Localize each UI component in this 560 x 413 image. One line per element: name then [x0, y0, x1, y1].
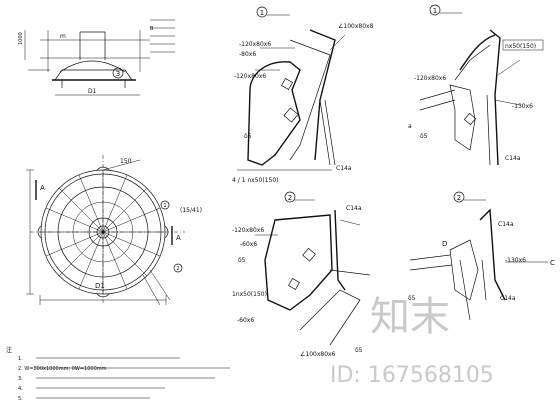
note-line-1: 1. — [18, 356, 23, 362]
hole-note: 150 — [120, 158, 132, 165]
detail-1b-number: 1 — [433, 7, 437, 15]
plan-callout-2: 2 — [176, 266, 179, 272]
plan-callout-1: 1 — [163, 203, 166, 209]
detail-2b-dim-3: C14a — [500, 295, 516, 302]
notes-marker: 注 — [6, 346, 12, 354]
detail-1b-side: a — [408, 123, 412, 130]
detail-1a-dim-3: -120x80x6 — [234, 73, 266, 80]
detail-1a-number: 1 — [260, 9, 264, 17]
detail-1b-dim-4: C14a — [505, 155, 521, 162]
note-line-2: 2. W=800x1000mm; 0W=1000mm — [18, 366, 107, 372]
detail-2a: 2 -120x80x6 -60x6 δ5 1nx50(150) ∠100x80x… — [232, 191, 371, 358]
m-label: m — [60, 33, 66, 40]
detail-2b-dim-1: -130x6 — [505, 257, 526, 264]
detail-1b-dim-3: δ5 — [420, 133, 428, 140]
detail-2a-dim-2: δ5 — [238, 257, 246, 264]
note-line-5: 5. — [18, 396, 23, 402]
elevation-view: 3 D1 m 1000 B — [18, 19, 175, 96]
note-line-3: 3. — [18, 376, 23, 382]
detail-2b-side: C — [550, 259, 555, 267]
detail-1a-bottom: 4 / 1 nx50(150) — [232, 177, 279, 184]
circle-3-label: 3 — [116, 70, 120, 78]
detail-1b-dim-0: nx50(150) — [505, 43, 536, 50]
detail-2a-dim-4: ∠100x80x6 — [300, 351, 336, 358]
detail-1b-dim-2: -130x6 — [512, 103, 533, 110]
detail-2b-dim-0: C14a — [498, 221, 514, 228]
detail-2b-number: 2 — [457, 194, 461, 202]
n-dim-label: 1000 — [18, 32, 24, 45]
detail-1a: 1 -120x80x6 ∠100x80x8 -80x6 -120x80x6 δ5… — [232, 6, 374, 184]
watermark-brand: 知末 — [370, 294, 450, 340]
detail-1b: 1 nx50(150) -120x80x6 -130x6 δ5 C14a a — [408, 4, 544, 166]
watermark-id: ID: 167568105 — [330, 363, 494, 388]
detail-1a-dim-4: δ5 — [244, 133, 252, 140]
b-label: B — [150, 26, 154, 32]
detail-1a-dim-0: -120x80x6 — [239, 41, 271, 48]
detail-2a-dim-5: δ5 — [355, 347, 363, 354]
detail-2b: 2 C14a -130x6 δ5 C14a C D — [408, 191, 555, 321]
detail-1b-dim-1: -120x80x6 — [414, 75, 446, 82]
plan-view: A A 1 2 (15/41) 150 D1 — [26, 155, 202, 306]
plan-a2-label: A — [176, 234, 181, 242]
detail-1a-dim-5: C14a — [336, 165, 352, 172]
detail-1a-dim-1: ∠100x80x8 — [338, 23, 374, 30]
notes-block: 注 1. 2. W=800x1000mm; 0W=1000mm 3. 4. 5. — [6, 346, 230, 402]
d1-label: D1 — [88, 88, 97, 95]
watermark: 知末 ID: 167568105 — [330, 294, 494, 388]
detail-1a-dim-2: -80x6 — [239, 51, 256, 58]
detail-2a-number: 2 — [288, 194, 292, 202]
detail-2a-dim-1: -60x6 — [240, 241, 257, 248]
bolt-note: (15/41) — [180, 207, 202, 214]
detail-2b-d: D — [442, 240, 447, 248]
detail-2a-dim-0: -120x80x6 — [232, 227, 264, 234]
plan-d1-label: D1 — [95, 282, 105, 290]
detail-2a-dim-7: -60x6 — [237, 317, 254, 324]
detail-2a-dim-6: C14a — [346, 205, 362, 212]
detail-2a-dim-3: 1nx50(150) — [232, 291, 267, 298]
detail-2b-dim-2: δ5 — [408, 295, 416, 302]
plan-a-label: A — [40, 184, 45, 192]
note-line-4: 4. — [18, 386, 23, 392]
